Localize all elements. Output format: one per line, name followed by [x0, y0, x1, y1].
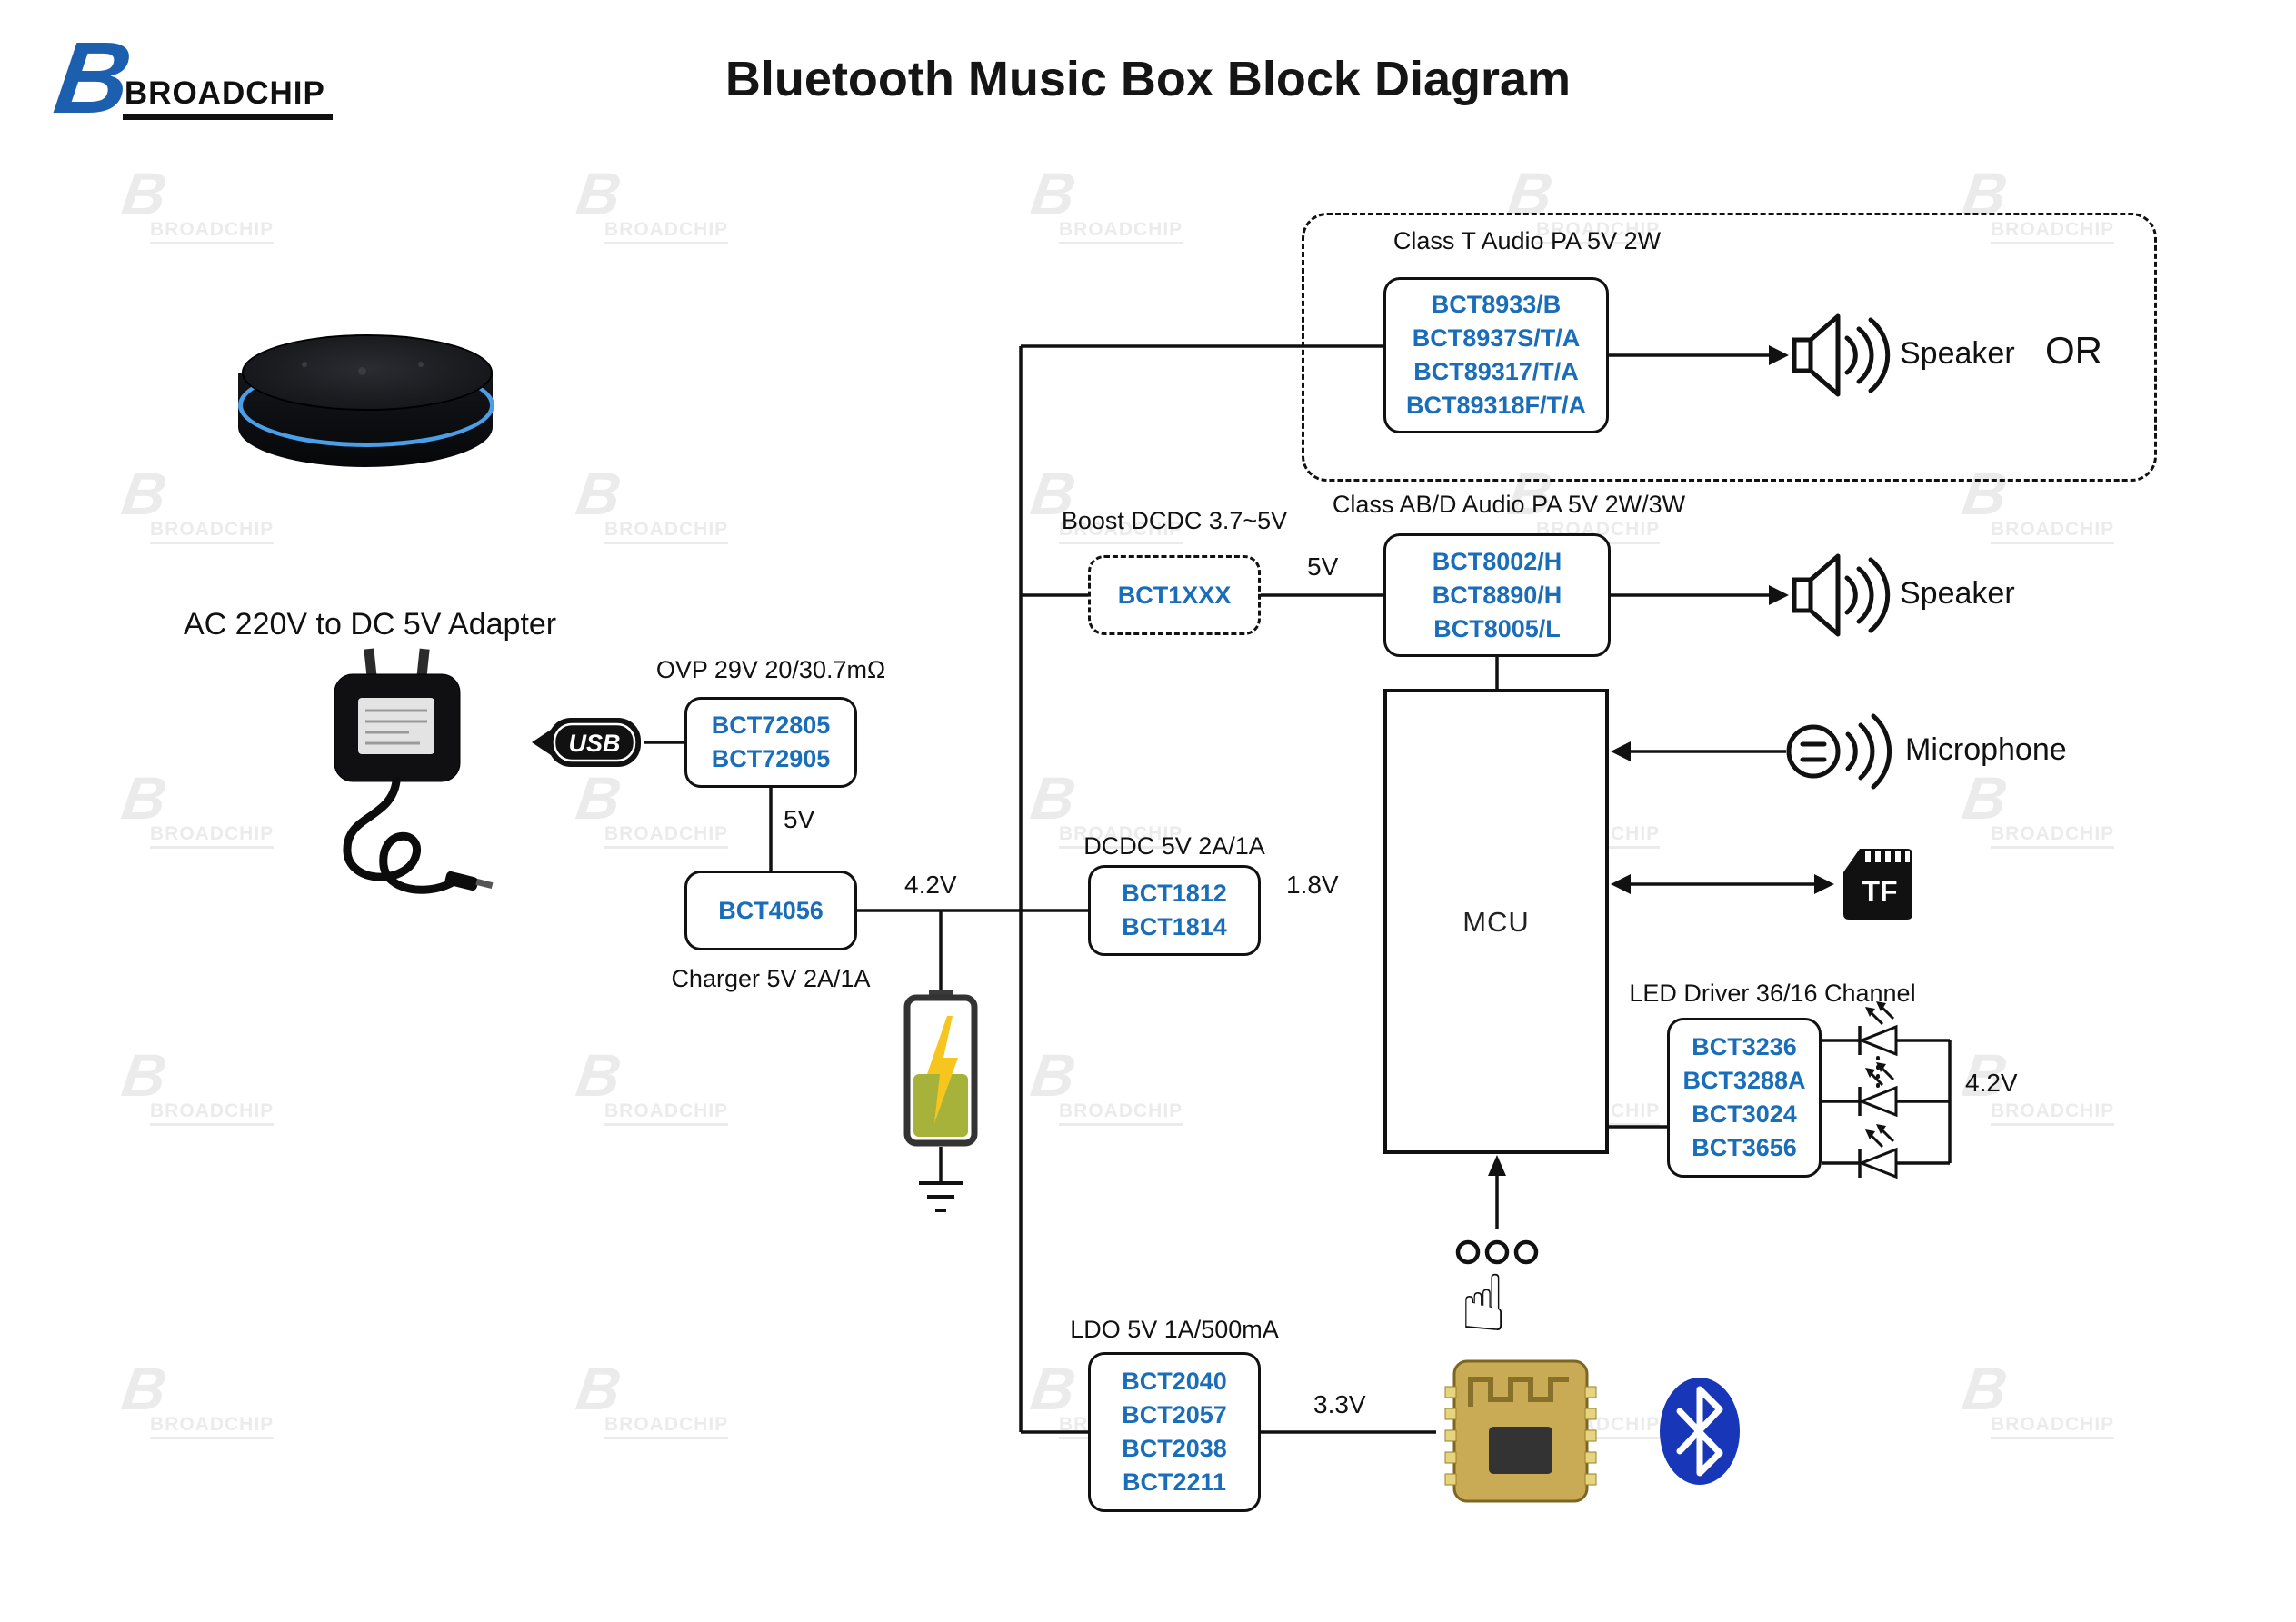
touch-points-icon	[1455, 1239, 1539, 1265]
mic-grille	[1800, 741, 1827, 762]
music-box-mic-hole	[358, 367, 366, 375]
tf-card-pins	[1865, 851, 1910, 862]
net-label-4v2-charger: 4.2V	[904, 871, 957, 899]
bt-module-pads	[1444, 1386, 1597, 1486]
net-label-3v3: 3.3V	[1313, 1390, 1366, 1418]
or-label: OR	[2045, 329, 2102, 372]
net-label-5v-boost: 5V	[1307, 552, 1339, 581]
bt-module-antenna	[1468, 1377, 1569, 1407]
music-box-photo	[238, 334, 494, 503]
speaker-horn	[1808, 313, 1841, 397]
box-mcu: MCU	[1383, 689, 1609, 1154]
microphone-label: Microphone	[1905, 732, 2067, 767]
net-label-1v8: 1.8V	[1286, 871, 1339, 899]
power-adapter-photo	[334, 648, 494, 894]
caption-led-driver: LED Driver 36/16 Channel	[1629, 980, 1916, 1007]
usb-icon-tail	[532, 728, 554, 757]
adapter-prong	[416, 648, 430, 679]
speaker-label-top: Speaker	[1900, 336, 2015, 371]
mic-wave	[1858, 722, 1875, 781]
touch-point	[1455, 1239, 1481, 1265]
net-label-5v-ovp: 5V	[784, 805, 815, 833]
speaker-icon-mid	[1792, 553, 1891, 637]
touch-hand-icon: ☝	[1460, 1259, 1508, 1349]
arrowhead-speaker-mid	[1769, 585, 1789, 605]
battery-bolt-icon	[927, 1016, 958, 1123]
touch-point	[1513, 1239, 1539, 1265]
led-symbols	[1820, 1000, 1952, 1179]
adapter-sticker	[358, 698, 434, 754]
speaker-wave	[1844, 335, 1858, 375]
speaker-wave	[1868, 317, 1891, 393]
box-led-driver: BCT3236 BCT3288A BCT3024 BCT3656	[1667, 1018, 1822, 1178]
caption-dcdc: DCDC 5V 2A/1A	[1083, 832, 1265, 860]
adapter-prong	[364, 648, 377, 679]
speaker-horn	[1808, 553, 1841, 637]
bluetooth-module-photo	[1444, 1359, 1597, 1503]
adapter-sticker-text-lines	[365, 709, 427, 745]
box-charger: BCT4056	[684, 871, 857, 950]
caption-ovp: OVP 29V 20/30.7mΩ	[655, 656, 886, 683]
broadchip-logo-text: BROADCHIP	[122, 75, 333, 120]
speaker-label-mid: Speaker	[1900, 576, 2015, 611]
bluetooth-logo-icon	[1660, 1378, 1740, 1485]
box-class-abd: BCT8002/H BCT8890/H BCT8005/L	[1383, 533, 1611, 657]
led-symbol	[1820, 1060, 1952, 1118]
caption-class-abd: Class AB/D Audio PA 5V 2W/3W	[1332, 491, 1686, 518]
box-ldo: BCT2040 BCT2057 BCT2038 BCT2211	[1088, 1352, 1261, 1512]
arrowhead-speaker-top	[1769, 345, 1789, 365]
usb-label: USB	[568, 730, 620, 757]
touch-point	[1484, 1239, 1510, 1265]
arrowhead-tf-right	[1814, 874, 1834, 894]
music-box-mic-hole	[418, 362, 424, 367]
ground-symbol	[919, 1181, 963, 1212]
speaker-driver	[1792, 337, 1813, 373]
mic-wave	[1871, 713, 1892, 790]
box-dcdc: BCT1812 BCT1814	[1088, 865, 1261, 956]
page-title: Bluetooth Music Box Block Diagram	[724, 52, 1572, 106]
caption-class-t: Class T Audio PA 5V 2W	[1393, 227, 1662, 254]
arrowhead-tf-left	[1611, 874, 1631, 894]
speaker-icon-top	[1792, 313, 1891, 397]
speaker-wave	[1844, 575, 1858, 615]
broadchip-logo-mark: B	[48, 21, 138, 134]
led-symbol	[1820, 1000, 1952, 1057]
adapter-dc-tip	[475, 878, 494, 890]
usb-icon-border	[553, 722, 636, 762]
speaker-wave	[1856, 566, 1874, 624]
led-symbol	[1820, 1122, 1952, 1179]
box-class-t: BCT8933/B BCT8937S/T/A BCT89317/T/A BCT8…	[1383, 277, 1609, 433]
music-box-mic-hole	[302, 362, 307, 367]
mic-capsule	[1786, 724, 1841, 779]
adapter-dc-plug	[444, 871, 479, 891]
usb-icon: USB	[532, 718, 641, 767]
tf-card-label: TF	[1862, 875, 1897, 908]
tf-card-body	[1843, 849, 1912, 920]
arrowheads	[1488, 345, 1834, 1176]
caption-boost: Boost DCDC 3.7~5V	[1061, 507, 1288, 534]
box-ovp: BCT72805 BCT72905	[684, 697, 857, 788]
box-boost: BCT1XXX	[1088, 555, 1261, 635]
wires-group	[644, 344, 1952, 1434]
bt-module-chip	[1489, 1427, 1552, 1474]
broadchip-logo: B BROADCHIP	[48, 21, 333, 134]
caption-ldo: LDO 5V 1A/500mA	[1070, 1316, 1279, 1343]
arrowhead-mic-to-mcu	[1611, 741, 1631, 761]
adapter-label: AC 220V to DC 5V Adapter	[184, 607, 557, 642]
arrowhead-touch-up	[1488, 1155, 1506, 1176]
adapter-cable	[343, 777, 455, 894]
caption-charger: Charger 5V 2A/1A	[671, 965, 871, 992]
bluetooth-rune	[1676, 1386, 1723, 1477]
speaker-wave	[1868, 557, 1891, 633]
mic-wave	[1845, 731, 1858, 771]
speaker-driver	[1792, 577, 1813, 613]
speaker-wave	[1856, 326, 1874, 384]
microphone-icon	[1786, 713, 1892, 790]
music-box-top-face	[242, 334, 493, 411]
battery-icon	[903, 990, 978, 1147]
tf-card-icon: TF	[1843, 849, 1912, 920]
net-label-4v2-led: 4.2V	[1965, 1069, 2018, 1097]
usb-icon-body	[548, 718, 641, 767]
